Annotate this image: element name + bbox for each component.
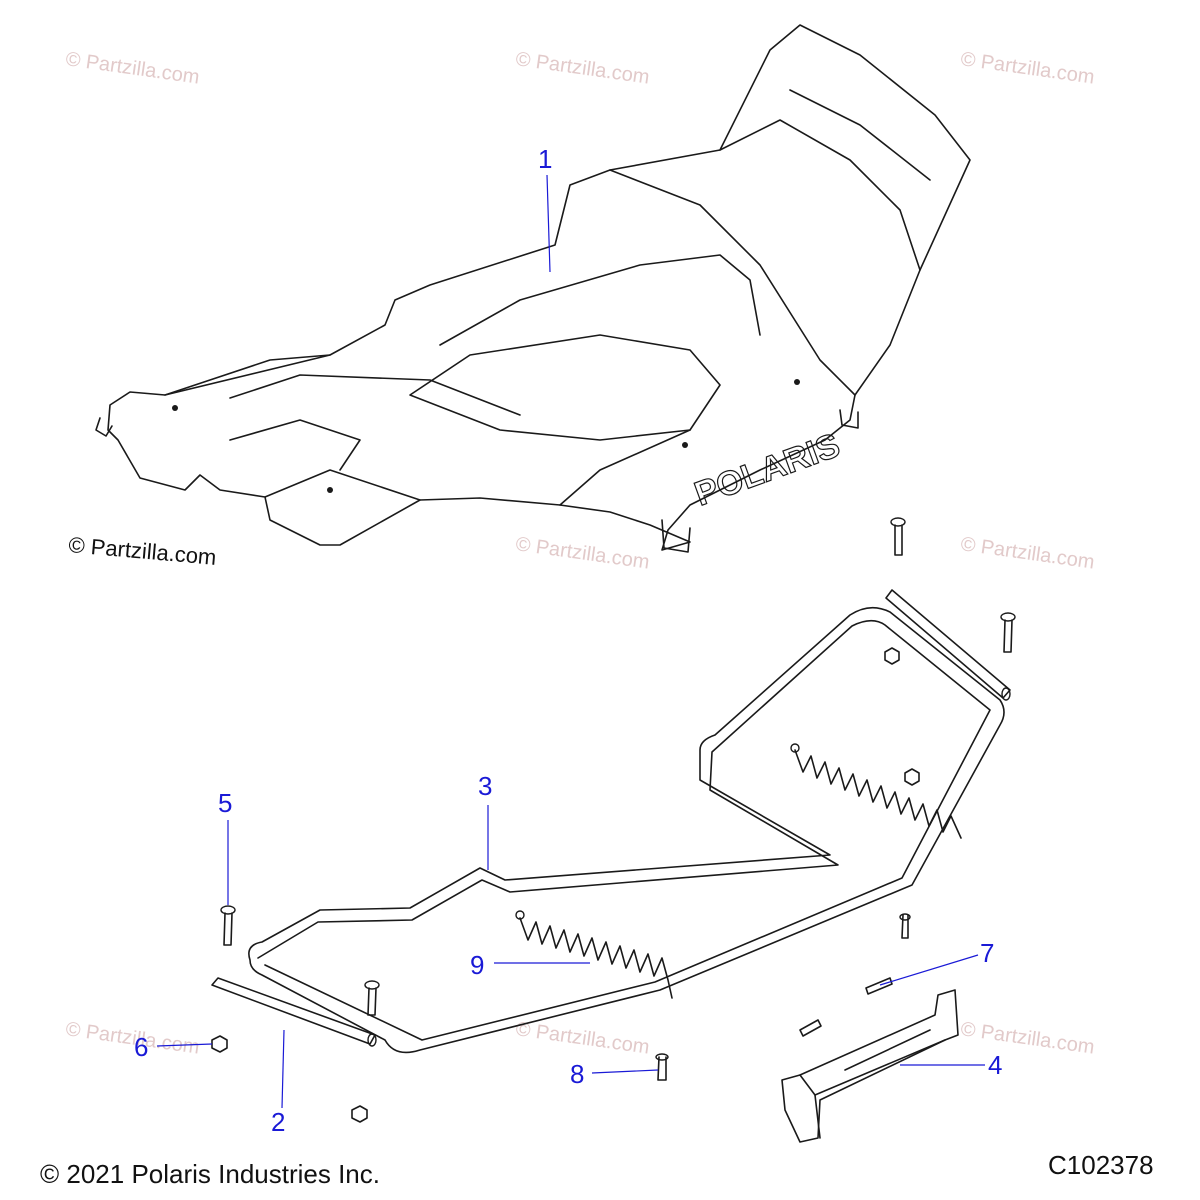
- callout-3[interactable]: 3: [478, 771, 492, 801]
- leader-lines: [156, 174, 985, 1109]
- callout-9[interactable]: 9: [470, 950, 484, 980]
- nut: [884, 647, 900, 665]
- bolt: [364, 980, 380, 1016]
- partzilla-watermark: © Partzilla.com: [68, 532, 218, 570]
- mount-hole: [794, 379, 800, 385]
- hood-ridge: [164, 354, 331, 396]
- hood-foot: [839, 409, 859, 429]
- leader-8: [591, 1069, 659, 1074]
- spring-hook: [790, 743, 800, 753]
- rack-tube-inner: [257, 619, 991, 1041]
- hood-ridge: [409, 334, 721, 441]
- watermark: © Partzilla.com: [514, 533, 651, 574]
- watermark: © Partzilla.com: [514, 48, 651, 89]
- hood-ridge: [559, 429, 691, 506]
- bracket-edge: [799, 1039, 946, 1096]
- fasteners: [211, 517, 1016, 1123]
- bracket-outline: [781, 989, 959, 1143]
- crossbar-end: [367, 1033, 377, 1047]
- callout-1[interactable]: 1: [538, 144, 552, 174]
- hood-tab: [95, 417, 113, 437]
- hood-ridge: [719, 119, 921, 271]
- hood-ridge: [609, 169, 856, 396]
- bolt: [899, 913, 911, 939]
- watermark: © Partzilla.com: [959, 48, 1096, 89]
- nut: [351, 1105, 368, 1123]
- bolt: [890, 517, 906, 556]
- bolt: [1000, 612, 1016, 653]
- pin-part-7[interactable]: [865, 977, 893, 995]
- crossbar-right: [885, 589, 1011, 699]
- hood-ridge: [229, 374, 521, 416]
- spring-part-9[interactable]: [515, 743, 962, 999]
- nut: [904, 768, 920, 786]
- leader-2: [281, 1029, 285, 1109]
- bracket-edge: [844, 1029, 931, 1071]
- callout-2[interactable]: 2: [271, 1107, 285, 1137]
- hood-ridge: [439, 254, 761, 346]
- callout-8[interactable]: 8: [570, 1059, 584, 1089]
- watermark-group: © Partzilla.com © Partzilla.com © Partzi…: [64, 48, 1096, 1059]
- spring-hook: [515, 910, 525, 920]
- callout-4[interactable]: 4: [988, 1050, 1002, 1080]
- copyright-text: © 2021 Polaris Industries Inc.: [40, 1159, 380, 1189]
- watermark: © Partzilla.com: [514, 1018, 651, 1059]
- hood-ridge: [789, 89, 931, 181]
- leader-1: [546, 174, 551, 273]
- callouts: 1 2 3 4 5 6 7 8 9: [134, 144, 1002, 1137]
- watermark: © Partzilla.com: [959, 533, 1096, 574]
- crossbar-end: [1001, 687, 1011, 701]
- crossbar-left: [211, 977, 376, 1045]
- hood-foot: [661, 519, 691, 553]
- callout-5[interactable]: 5: [218, 788, 232, 818]
- hood-ridge: [229, 419, 361, 471]
- mount-hole: [682, 442, 688, 448]
- watermark: © Partzilla.com: [959, 1018, 1096, 1059]
- rack-part-3[interactable]: [248, 606, 1005, 1054]
- leader-7: [879, 954, 979, 986]
- spring-coil: [519, 917, 673, 999]
- watermark: © Partzilla.com: [64, 1018, 201, 1059]
- hood-part-1[interactable]: POLARIS: [95, 24, 971, 553]
- bolt-part-8[interactable]: [655, 1053, 669, 1081]
- spring-coil: [794, 749, 962, 839]
- crossbar-part-2[interactable]: [211, 589, 1011, 1047]
- pin: [799, 1019, 822, 1037]
- hood-ridge: [264, 469, 421, 501]
- hood-logo: POLARIS: [690, 426, 845, 513]
- hood-outline: [107, 24, 971, 551]
- mount-hole: [327, 487, 333, 493]
- rack-tube-outer: [248, 606, 1005, 1054]
- bracket-edge: [814, 1094, 821, 1139]
- watermark: © Partzilla.com: [64, 48, 201, 89]
- leader-6: [156, 1043, 213, 1047]
- bracket-part-4[interactable]: [781, 989, 959, 1143]
- callout-7[interactable]: 7: [980, 938, 994, 968]
- callout-6[interactable]: 6: [134, 1032, 148, 1062]
- diagram-id: C102378: [1048, 1150, 1154, 1180]
- bolt-part-5[interactable]: [220, 905, 236, 946]
- nut-part-6[interactable]: [211, 1035, 228, 1053]
- mount-hole: [172, 405, 178, 411]
